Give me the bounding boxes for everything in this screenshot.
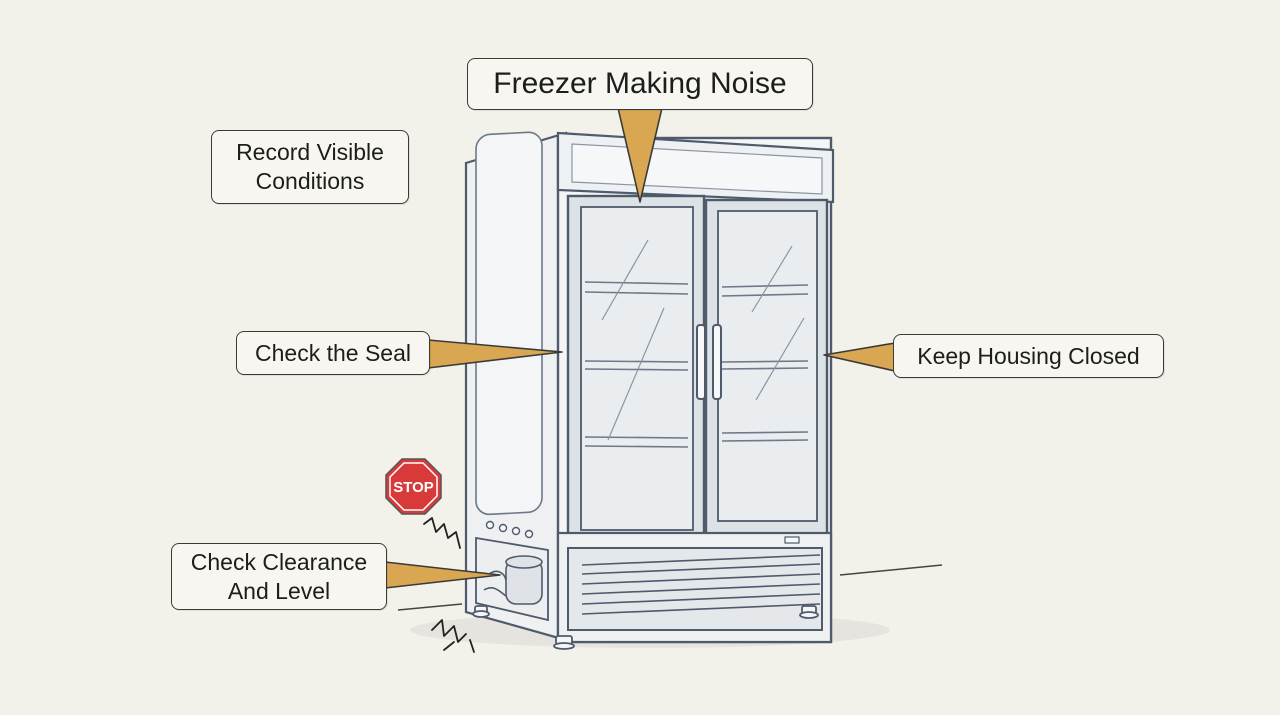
callout-record-line1: Record Visible	[236, 139, 384, 166]
shelves	[584, 281, 809, 448]
page-title: Freezer Making Noise	[467, 58, 813, 110]
right-door-glass	[717, 210, 818, 522]
stop-sign-label: STOP	[393, 479, 434, 496]
callout-clearance-line2: And Level	[227, 577, 331, 604]
housing-pointer	[823, 342, 896, 372]
callout-record-line2: Conditions	[255, 168, 365, 194]
vibration-lines-icon	[423, 517, 475, 653]
grille-slats	[581, 554, 821, 615]
callout-clearance-line1: Check Clearance	[190, 548, 368, 575]
indicator-light	[784, 536, 800, 544]
stop-sign-icon: STOP	[385, 458, 442, 515]
callout-record-conditions: Record Visible Conditions	[211, 130, 409, 204]
glass-reflections	[601, 239, 805, 441]
title-text: Freezer Making Noise	[493, 67, 787, 101]
callout-seal-text: Check the Seal	[255, 339, 411, 366]
right-door-handle	[712, 324, 722, 400]
side-vent-dots	[485, 520, 534, 539]
floor-line	[397, 603, 463, 611]
side-inner-panel	[475, 131, 543, 516]
callout-check-clearance: Check Clearance And Level	[171, 543, 387, 610]
callout-check-seal: Check the Seal	[236, 331, 430, 375]
callout-keep-housing-closed: Keep Housing Closed	[893, 334, 1164, 378]
callout-housing-text: Keep Housing Closed	[917, 342, 1140, 369]
feet	[472, 605, 819, 650]
left-door-handle	[696, 324, 706, 400]
floor-line	[839, 564, 943, 576]
